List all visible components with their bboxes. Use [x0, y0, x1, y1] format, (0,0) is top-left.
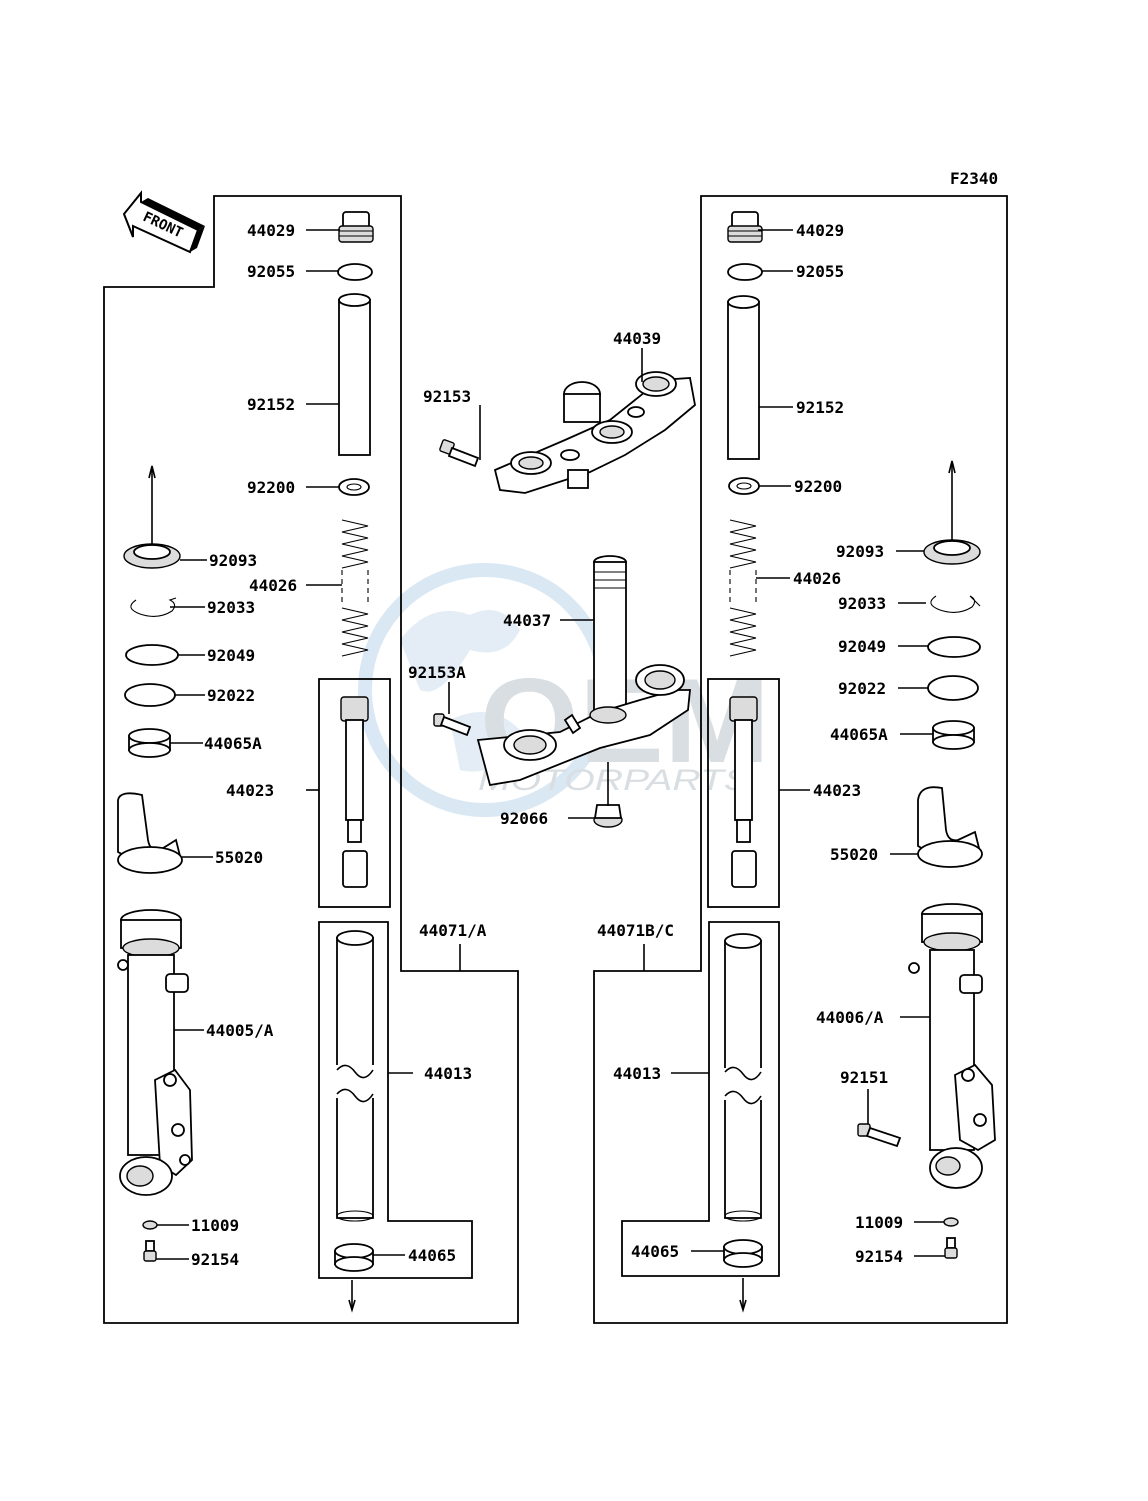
left-inner-tube-box	[318, 678, 391, 908]
seal-left	[125, 644, 179, 666]
bracket-bolt	[439, 439, 480, 468]
label-55020-left: 55020	[215, 848, 263, 867]
bushing-a-right	[932, 720, 975, 750]
label-92153A: 92153A	[408, 663, 466, 682]
label-44071BC: 44071B/C	[597, 921, 674, 940]
axle-clamp-bolt-right	[857, 1123, 902, 1148]
spring-right	[729, 519, 757, 657]
right-outer-tube-box	[621, 921, 780, 1277]
label-92093-left: 92093	[209, 551, 257, 570]
gasket-left	[142, 1220, 158, 1230]
oil-seal-left	[123, 543, 181, 569]
label-92152-left: 92152	[247, 395, 295, 414]
left-fork-outline	[103, 195, 519, 1324]
inner-tube-right	[723, 933, 763, 1222]
label-92055-left: 92055	[247, 262, 295, 281]
label-44026-left: 44026	[249, 576, 297, 595]
label-44065A-left: 44065A	[204, 734, 262, 753]
oil-seal-right	[923, 539, 981, 565]
washer-92022-right	[927, 675, 979, 701]
label-44026-right: 44026	[793, 569, 841, 588]
label-11009-left: 11009	[191, 1216, 239, 1235]
collar-left	[338, 293, 371, 456]
label-44039: 44039	[613, 329, 661, 348]
damper-rod-right	[729, 696, 758, 888]
label-92154-left: 92154	[191, 1250, 239, 1269]
washer-left	[338, 478, 370, 496]
o-ring-left	[337, 263, 373, 281]
stem-bolt	[433, 713, 472, 737]
label-92033-left: 92033	[207, 598, 255, 617]
label-44013-right: 44013	[613, 1064, 661, 1083]
bushing-a-left	[128, 728, 171, 758]
bushing-left	[334, 1243, 374, 1272]
fork-cap-bolt-left	[338, 211, 374, 243]
label-44023-left: 44023	[226, 781, 274, 800]
fork-guard-left	[117, 792, 183, 874]
label-44013-left: 44013	[424, 1064, 472, 1083]
right-inner-tube-box	[707, 678, 780, 908]
label-92049-left: 92049	[207, 646, 255, 665]
label-92093-right: 92093	[836, 542, 884, 561]
outer-tube-right	[908, 903, 996, 1189]
label-44065-right: 44065	[631, 1242, 679, 1261]
label-92033-right: 92033	[838, 594, 886, 613]
bushing-right	[723, 1239, 763, 1268]
drain-bolt-right	[944, 1237, 958, 1259]
outer-tube-left	[117, 909, 193, 1196]
watermark: OEM MOTORPARTS	[358, 563, 770, 817]
label-92200-left: 92200	[247, 478, 295, 497]
label-44029-left: 44029	[247, 221, 295, 240]
label-44037: 44037	[503, 611, 551, 630]
circlip-left	[130, 597, 177, 617]
steering-stem	[476, 555, 691, 787]
label-92200-right: 92200	[794, 477, 842, 496]
label-44005A: 44005/A	[206, 1021, 274, 1040]
damper-rod-left	[340, 696, 369, 888]
label-92151: 92151	[840, 1068, 888, 1087]
stem-cap	[593, 804, 623, 828]
label-44065-left: 44065	[408, 1246, 456, 1265]
fork-guard-right	[917, 786, 983, 868]
upper-bracket	[493, 371, 696, 494]
o-ring-right	[727, 263, 763, 281]
circlip-right	[930, 595, 981, 613]
label-44023-right: 44023	[813, 781, 861, 800]
label-92049-right: 92049	[838, 637, 886, 656]
collar-right	[727, 295, 760, 460]
label-55020-right: 55020	[830, 845, 878, 864]
washer-right	[728, 477, 760, 495]
label-44065A-right: 44065A	[830, 725, 888, 744]
label-92022-right: 92022	[838, 679, 886, 698]
gasket-right	[943, 1217, 959, 1227]
front-arrow-icon: FRONT	[122, 190, 205, 254]
label-92153: 92153	[423, 387, 471, 406]
leader-lines	[156, 229, 945, 1260]
label-44006A: 44006/A	[816, 1008, 884, 1027]
label-92022-left: 92022	[207, 686, 255, 705]
label-92152-right: 92152	[796, 398, 844, 417]
left-outer-tube-box	[318, 921, 473, 1279]
right-fork-outline	[593, 195, 1008, 1324]
figure-code: F2340	[950, 169, 998, 188]
label-44071A: 44071/A	[419, 921, 487, 940]
fork-cap-bolt-right	[727, 211, 763, 243]
drain-bolt-left	[143, 1240, 157, 1262]
washer-92022-left	[124, 683, 176, 707]
label-11009-right: 11009	[855, 1213, 903, 1232]
inner-tube-left	[335, 930, 375, 1222]
spring-left	[341, 519, 369, 657]
label-92154-right: 92154	[855, 1247, 903, 1266]
label-92066: 92066	[500, 809, 548, 828]
seal-right	[927, 636, 981, 658]
label-44029-right: 44029	[796, 221, 844, 240]
label-92055-right: 92055	[796, 262, 844, 281]
